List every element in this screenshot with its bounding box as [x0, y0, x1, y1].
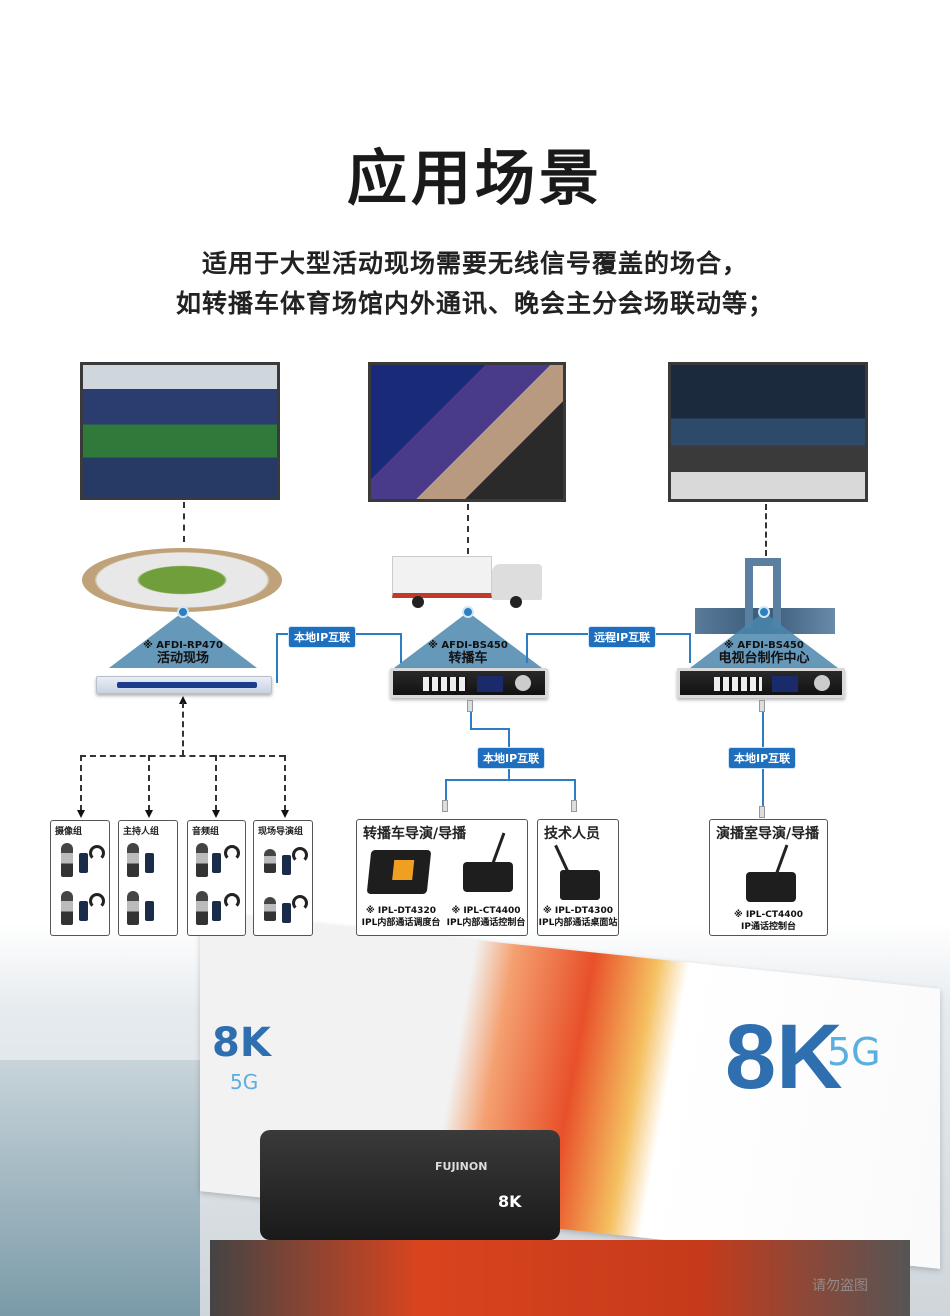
group-title: 现场导演组	[258, 827, 304, 837]
station-desc: IPL内部通话控制台	[446, 917, 526, 928]
group-title: 摄像组	[55, 827, 83, 837]
station-model: ※ IPL-CT4400	[451, 906, 521, 916]
stadium-icon	[82, 548, 282, 612]
dashed-connector	[80, 755, 82, 811]
arrow-down-icon	[212, 810, 220, 818]
bs450-device	[390, 668, 548, 698]
ethernet-connector-icon	[467, 700, 473, 712]
truck-5g-logo: 5G	[827, 1030, 881, 1074]
scene-triangle	[109, 612, 257, 668]
scene-name: 活动现场	[156, 650, 209, 666]
arrow-down-icon	[281, 810, 289, 818]
watermark: 请勿盗图	[812, 1278, 868, 1294]
camera-8k-badge: 8K	[498, 1192, 522, 1211]
link-line	[470, 728, 510, 730]
subtitle-line-1: 适用于大型活动现场需要无线信号覆盖的场合，	[201, 249, 748, 278]
location-pin-icon	[758, 606, 770, 618]
scene-triangle	[394, 612, 542, 668]
ethernet-connector-icon	[759, 806, 765, 818]
scene-triangle	[690, 612, 838, 668]
control-room-photo	[668, 362, 868, 502]
local-ip-link-label: 本地IP互联	[728, 747, 797, 769]
arrow-up-icon	[179, 696, 187, 704]
link-line	[574, 779, 576, 801]
control-console-icon	[463, 862, 513, 892]
stadium-photo	[80, 362, 280, 500]
link-line	[689, 633, 691, 663]
field-group-audio: 音频组	[187, 820, 246, 936]
station-desc: IPL内部通话调度台	[361, 917, 441, 928]
station-model: ※ IPL-DT4300	[543, 906, 613, 916]
station-model: ※ IPL-DT4320	[366, 906, 436, 916]
station-title: 转播车导演/导播	[363, 826, 467, 842]
location-pin-icon	[177, 606, 189, 618]
group-title: 音频组	[192, 827, 220, 837]
desktop-station-icon	[560, 870, 600, 900]
field-group-host: 主持人组	[118, 820, 178, 936]
truck-8k-logo: 8K	[725, 1006, 843, 1108]
dashed-connector	[284, 755, 286, 811]
station-desc: IP通话控制台	[741, 921, 796, 932]
arrow-down-icon	[145, 810, 153, 818]
station-title: 演播室导演/导播	[716, 826, 820, 842]
dashed-connector	[182, 702, 184, 756]
station-title: 技术人员	[544, 826, 600, 842]
scene-model: ※ AFDI-BS450	[428, 640, 508, 651]
arrow-down-icon	[77, 810, 85, 818]
dashed-connector	[80, 755, 285, 757]
scene-name: 转播车	[448, 650, 488, 666]
local-ip-link-label: 本地IP互联	[288, 626, 357, 648]
rp470-device	[96, 676, 272, 694]
scene-model: ※ AFDI-BS450	[724, 640, 804, 651]
ethernet-connector-icon	[571, 800, 577, 812]
link-line	[445, 779, 447, 801]
location-pin-icon	[462, 606, 474, 618]
link-line	[276, 633, 278, 683]
station-model: ※ IPL-CT4400	[733, 910, 804, 920]
remote-ip-link-label: 远程IP互联	[588, 626, 657, 648]
truck-8k-logo-small: 8K	[212, 1020, 271, 1066]
camera-brand: FUJINON	[435, 1160, 488, 1173]
dashed-connector	[215, 755, 217, 811]
dashed-connector	[148, 755, 150, 811]
subtitle-line-2: 如转播车体育场馆内外通讯、晚会主分会场联动等；	[175, 289, 774, 318]
ob-truck-photo: 8K 5G 8K 5G FUJINON 8K 请勿盗图	[0, 880, 950, 1316]
link-line	[445, 779, 575, 781]
truck-5g-logo-small: 5G	[230, 1070, 259, 1094]
dashed-connector	[467, 504, 469, 554]
link-line	[526, 633, 528, 663]
broadcast-camera: FUJINON 8K	[260, 1130, 560, 1240]
link-line	[400, 633, 402, 663]
scene-model: ※ AFDI-RP470	[143, 640, 223, 651]
link-line	[470, 704, 472, 730]
scene-name: 电视台制作中心	[718, 650, 810, 666]
broadcast-truck-icon	[392, 556, 542, 608]
dashed-connector	[765, 504, 767, 556]
group-title: 主持人组	[123, 827, 160, 837]
page-title: 应用场景	[347, 144, 603, 214]
dashed-connector	[183, 502, 185, 542]
field-group-camera: 摄像组	[50, 820, 110, 936]
ethernet-connector-icon	[759, 700, 765, 712]
ethernet-connector-icon	[442, 800, 448, 812]
local-ip-link-label: 本地IP互联	[477, 747, 546, 769]
dispatch-console-icon	[366, 850, 432, 894]
field-group-director: 现场导演组	[253, 820, 313, 936]
bs450-device	[677, 668, 845, 698]
broadcast-monitor-photo	[368, 362, 566, 502]
control-console-icon	[746, 872, 796, 902]
station-desc: IPL内部通话桌面站	[538, 917, 618, 928]
